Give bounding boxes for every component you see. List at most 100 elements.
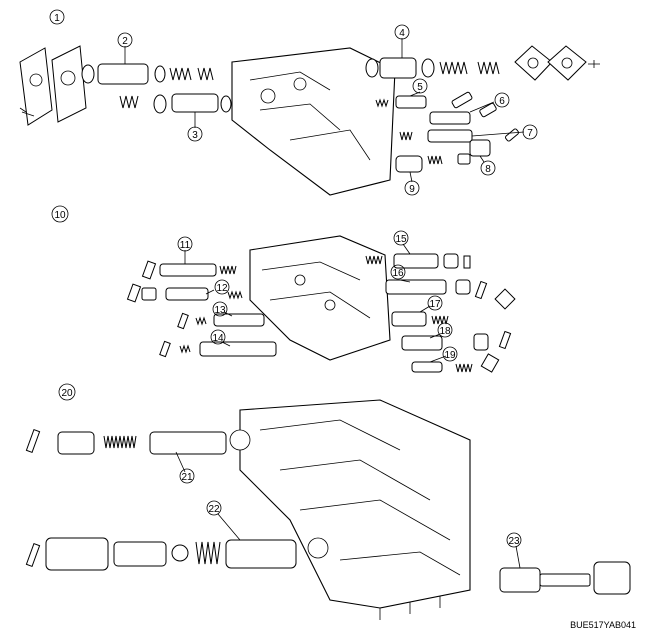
plug [45,537,109,571]
svg-text:3: 3 [192,130,198,141]
plate-bolt [19,107,35,117]
spring [219,265,237,275]
callout-labels: 1 2 3 4 5 6 7 8 9 10 11 12 13 14 15 16 1… [49,9,538,548]
callout-17: 17 [427,295,443,311]
svg-text:5: 5 [417,82,423,93]
spring [365,255,383,265]
leader-17 [419,305,431,313]
pin [474,280,488,300]
lower-valve-body-assembly [25,399,631,620]
separator-plate-left [19,47,53,126]
plate-hole [60,70,76,86]
callout-10: 10 [51,205,69,223]
valve-body-channels [261,261,371,319]
spring [455,363,473,373]
valve-23 [499,567,541,593]
leader-13 [223,311,233,317]
svg-text:16: 16 [392,268,404,279]
valve-spool [113,541,167,567]
svg-text:17: 17 [429,299,441,310]
valve-13 [213,313,265,327]
svg-text:12: 12 [216,283,228,294]
retainer [480,353,500,373]
svg-text:4: 4 [399,28,405,39]
callout-8: 8 [480,160,496,176]
pin [126,283,142,303]
callout-18: 18 [437,322,453,338]
retainer [479,102,497,118]
ring-seal [421,58,435,78]
leader-8 [479,155,485,163]
leader-22 [217,513,241,541]
svg-text:6: 6 [499,96,505,107]
body-bore [293,77,307,91]
pin [159,340,171,358]
body-bore [294,274,306,286]
leader-14 [221,341,231,347]
leader-9 [409,171,413,183]
svg-text:1: 1 [54,13,60,24]
valve-spool-3 [171,93,219,113]
spring [119,95,139,109]
body-mount-tabs [379,596,441,620]
valve-body-channels [259,419,461,576]
svg-text:21: 21 [181,472,193,483]
callout-21: 21 [179,468,195,484]
leader-15 [402,243,411,255]
svg-text:15: 15 [395,234,407,245]
ring-seal [153,94,167,114]
valve-14 [199,341,277,357]
spring [399,131,413,141]
valve-23-stem [539,573,591,587]
leader-16 [399,279,411,283]
leader-21 [175,451,186,473]
callout-22: 22 [206,500,222,516]
figure-code: BUE517YAB041 [570,620,636,630]
plate-hole [561,57,573,69]
retainer [457,153,471,165]
middle-valve-body-assembly [126,235,516,373]
upper-valve-body [231,47,396,196]
plug-8 [469,139,491,157]
valve-6 [429,111,471,125]
leader-6 [469,101,495,113]
callout-20: 20 [58,383,76,401]
pin [505,128,519,142]
valve-17 [391,311,427,327]
pin [25,428,41,454]
valve-spool-4 [379,57,417,79]
callout-2: 2 [117,32,133,48]
callout-9: 9 [404,180,420,196]
valve-23-plug [593,561,631,595]
body-bore [229,429,251,451]
valve-18 [401,335,443,351]
spring [375,98,389,108]
callout-15: 15 [393,230,409,246]
callout-23: 23 [506,532,522,548]
valve-7 [427,129,473,143]
spring [431,315,449,325]
valve-5 [395,95,427,109]
plug [473,333,489,351]
body-bore [324,299,336,311]
spring [227,290,243,300]
upper-valve-body-assembly [19,45,600,196]
pin [141,260,157,280]
svg-text:20: 20 [61,388,73,399]
retainer [463,255,471,269]
valve-body-channels [249,71,371,161]
svg-text:9: 9 [409,184,415,195]
svg-text:22: 22 [208,504,220,515]
svg-text:19: 19 [444,350,456,361]
leader-23 [515,545,521,569]
valve-21 [149,431,227,455]
svg-text:10: 10 [54,210,66,221]
valve-spool-2 [97,63,149,85]
valve-22 [225,539,297,569]
callout-1: 1 [49,9,65,25]
lower-valve-body [239,399,471,609]
spring [179,344,191,354]
callout-5: 5 [412,78,428,94]
spring [439,61,500,75]
